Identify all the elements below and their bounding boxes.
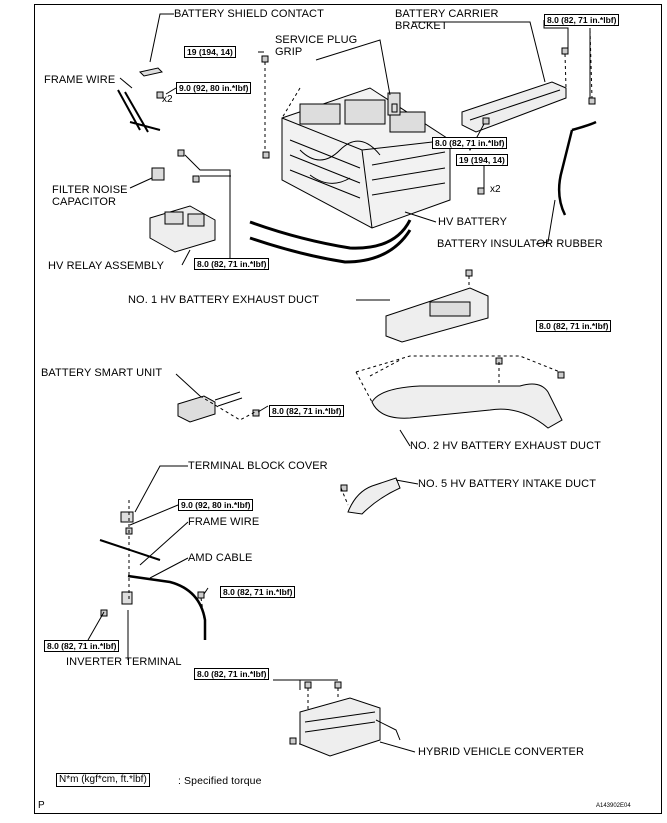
diagram-frame bbox=[34, 4, 662, 814]
legend-description: : Specified torque bbox=[178, 775, 262, 787]
frame-wire-top-label: FRAME WIRE bbox=[44, 74, 116, 86]
torque-box-19-top: 19 (194, 14) bbox=[184, 46, 236, 58]
service-plug-grip-label-2: GRIP bbox=[275, 46, 303, 58]
battery-carrier-bracket-illustration bbox=[461, 81, 567, 133]
torque-box-carrier-mid: 8.0 (82, 71 in.*lbf) bbox=[432, 137, 508, 149]
inverter-terminal-label: INVERTER TERMINAL bbox=[66, 656, 182, 668]
filter-noise-capacitor-label-2: CAPACITOR bbox=[52, 196, 117, 208]
no1-hv-battery-exhaust-duct-label: NO. 1 HV BATTERY EXHAUST DUCT bbox=[128, 294, 319, 306]
quantity-x2-left: x2 bbox=[162, 94, 173, 105]
torque-box-relay: 8.0 (82, 71 in.*lbf) bbox=[194, 258, 270, 270]
figure-code: A143902E04 bbox=[596, 803, 631, 809]
torque-box-19-right: 19 (194, 14) bbox=[456, 154, 508, 166]
hv-relay-assembly-label: HV RELAY ASSEMBLY bbox=[48, 260, 165, 272]
battery-insulator-rubber-label: BATTERY INSULATOR RUBBER bbox=[437, 238, 603, 250]
hv-relay-assembly-illustration bbox=[149, 205, 216, 253]
no5-hv-battery-intake-duct-label: NO. 5 HV BATTERY INTAKE DUCT bbox=[418, 478, 597, 490]
filter-noise-capacitor-illustration bbox=[151, 167, 165, 181]
quantity-x2-right: x2 bbox=[490, 184, 501, 195]
service-plug-grip-illustration bbox=[387, 92, 401, 116]
no2-hv-battery-exhaust-duct-label: NO. 2 HV BATTERY EXHAUST DUCT bbox=[410, 440, 601, 452]
hv-battery-illustration bbox=[281, 87, 451, 229]
hv-battery-label: HV BATTERY bbox=[438, 216, 508, 228]
torque-box-amd-cable: 8.0 (82, 71 in.*lbf) bbox=[220, 586, 296, 598]
torque-box-converter: 8.0 (82, 71 in.*lbf) bbox=[194, 668, 270, 680]
hv-cable-illustration bbox=[249, 219, 412, 250]
battery-carrier-bracket-label-1: BATTERY CARRIER bbox=[395, 8, 499, 20]
service-plug-grip-label-1: SERVICE PLUG bbox=[275, 34, 358, 46]
no1-exhaust-duct-illustration bbox=[385, 287, 489, 343]
filter-noise-capacitor-label-1: FILTER NOISE bbox=[52, 184, 128, 196]
battery-shield-contact-label: BATTERY SHIELD CONTACT bbox=[174, 8, 324, 20]
page-marker: P bbox=[38, 800, 45, 811]
battery-shield-contact-illustration bbox=[139, 67, 163, 77]
battery-smart-unit-label: BATTERY SMART UNIT bbox=[41, 367, 163, 379]
torque-box-9-bottom: 9.0 (92, 80 in.*lbf) bbox=[178, 499, 254, 511]
terminal-block-cover-label: TERMINAL BLOCK COVER bbox=[188, 460, 328, 472]
torque-box-inverter-terminal: 8.0 (82, 71 in.*lbf) bbox=[44, 640, 120, 652]
amd-cable-label: AMD CABLE bbox=[188, 552, 253, 564]
battery-carrier-bracket-label-2: BRACKET bbox=[395, 20, 448, 32]
frame-wire-illustration bbox=[117, 89, 161, 133]
battery-insulator-rubber-illustration bbox=[557, 120, 597, 216]
frame-wire-bottom-label: FRAME WIRE bbox=[188, 516, 260, 528]
torque-box-carrier-top: 8.0 (82, 71 in.*lbf) bbox=[544, 14, 620, 26]
no2-exhaust-duct-illustration bbox=[355, 355, 563, 429]
no5-intake-duct-illustration bbox=[340, 477, 401, 515]
torque-box-no2-duct: 8.0 (82, 71 in.*lbf) bbox=[536, 320, 612, 332]
battery-smart-unit-illustration bbox=[177, 391, 256, 423]
legend-torque-box: N*m (kgf*cm, ft.*lbf) bbox=[56, 773, 150, 787]
torque-box-smart-unit: 8.0 (82, 71 in.*lbf) bbox=[269, 405, 345, 417]
hybrid-vehicle-converter-label: HYBRID VEHICLE CONVERTER bbox=[418, 746, 585, 758]
torque-box-9-top: 9.0 (92, 80 in.*lbf) bbox=[176, 82, 252, 94]
hybrid-vehicle-converter-illustration bbox=[299, 697, 401, 757]
